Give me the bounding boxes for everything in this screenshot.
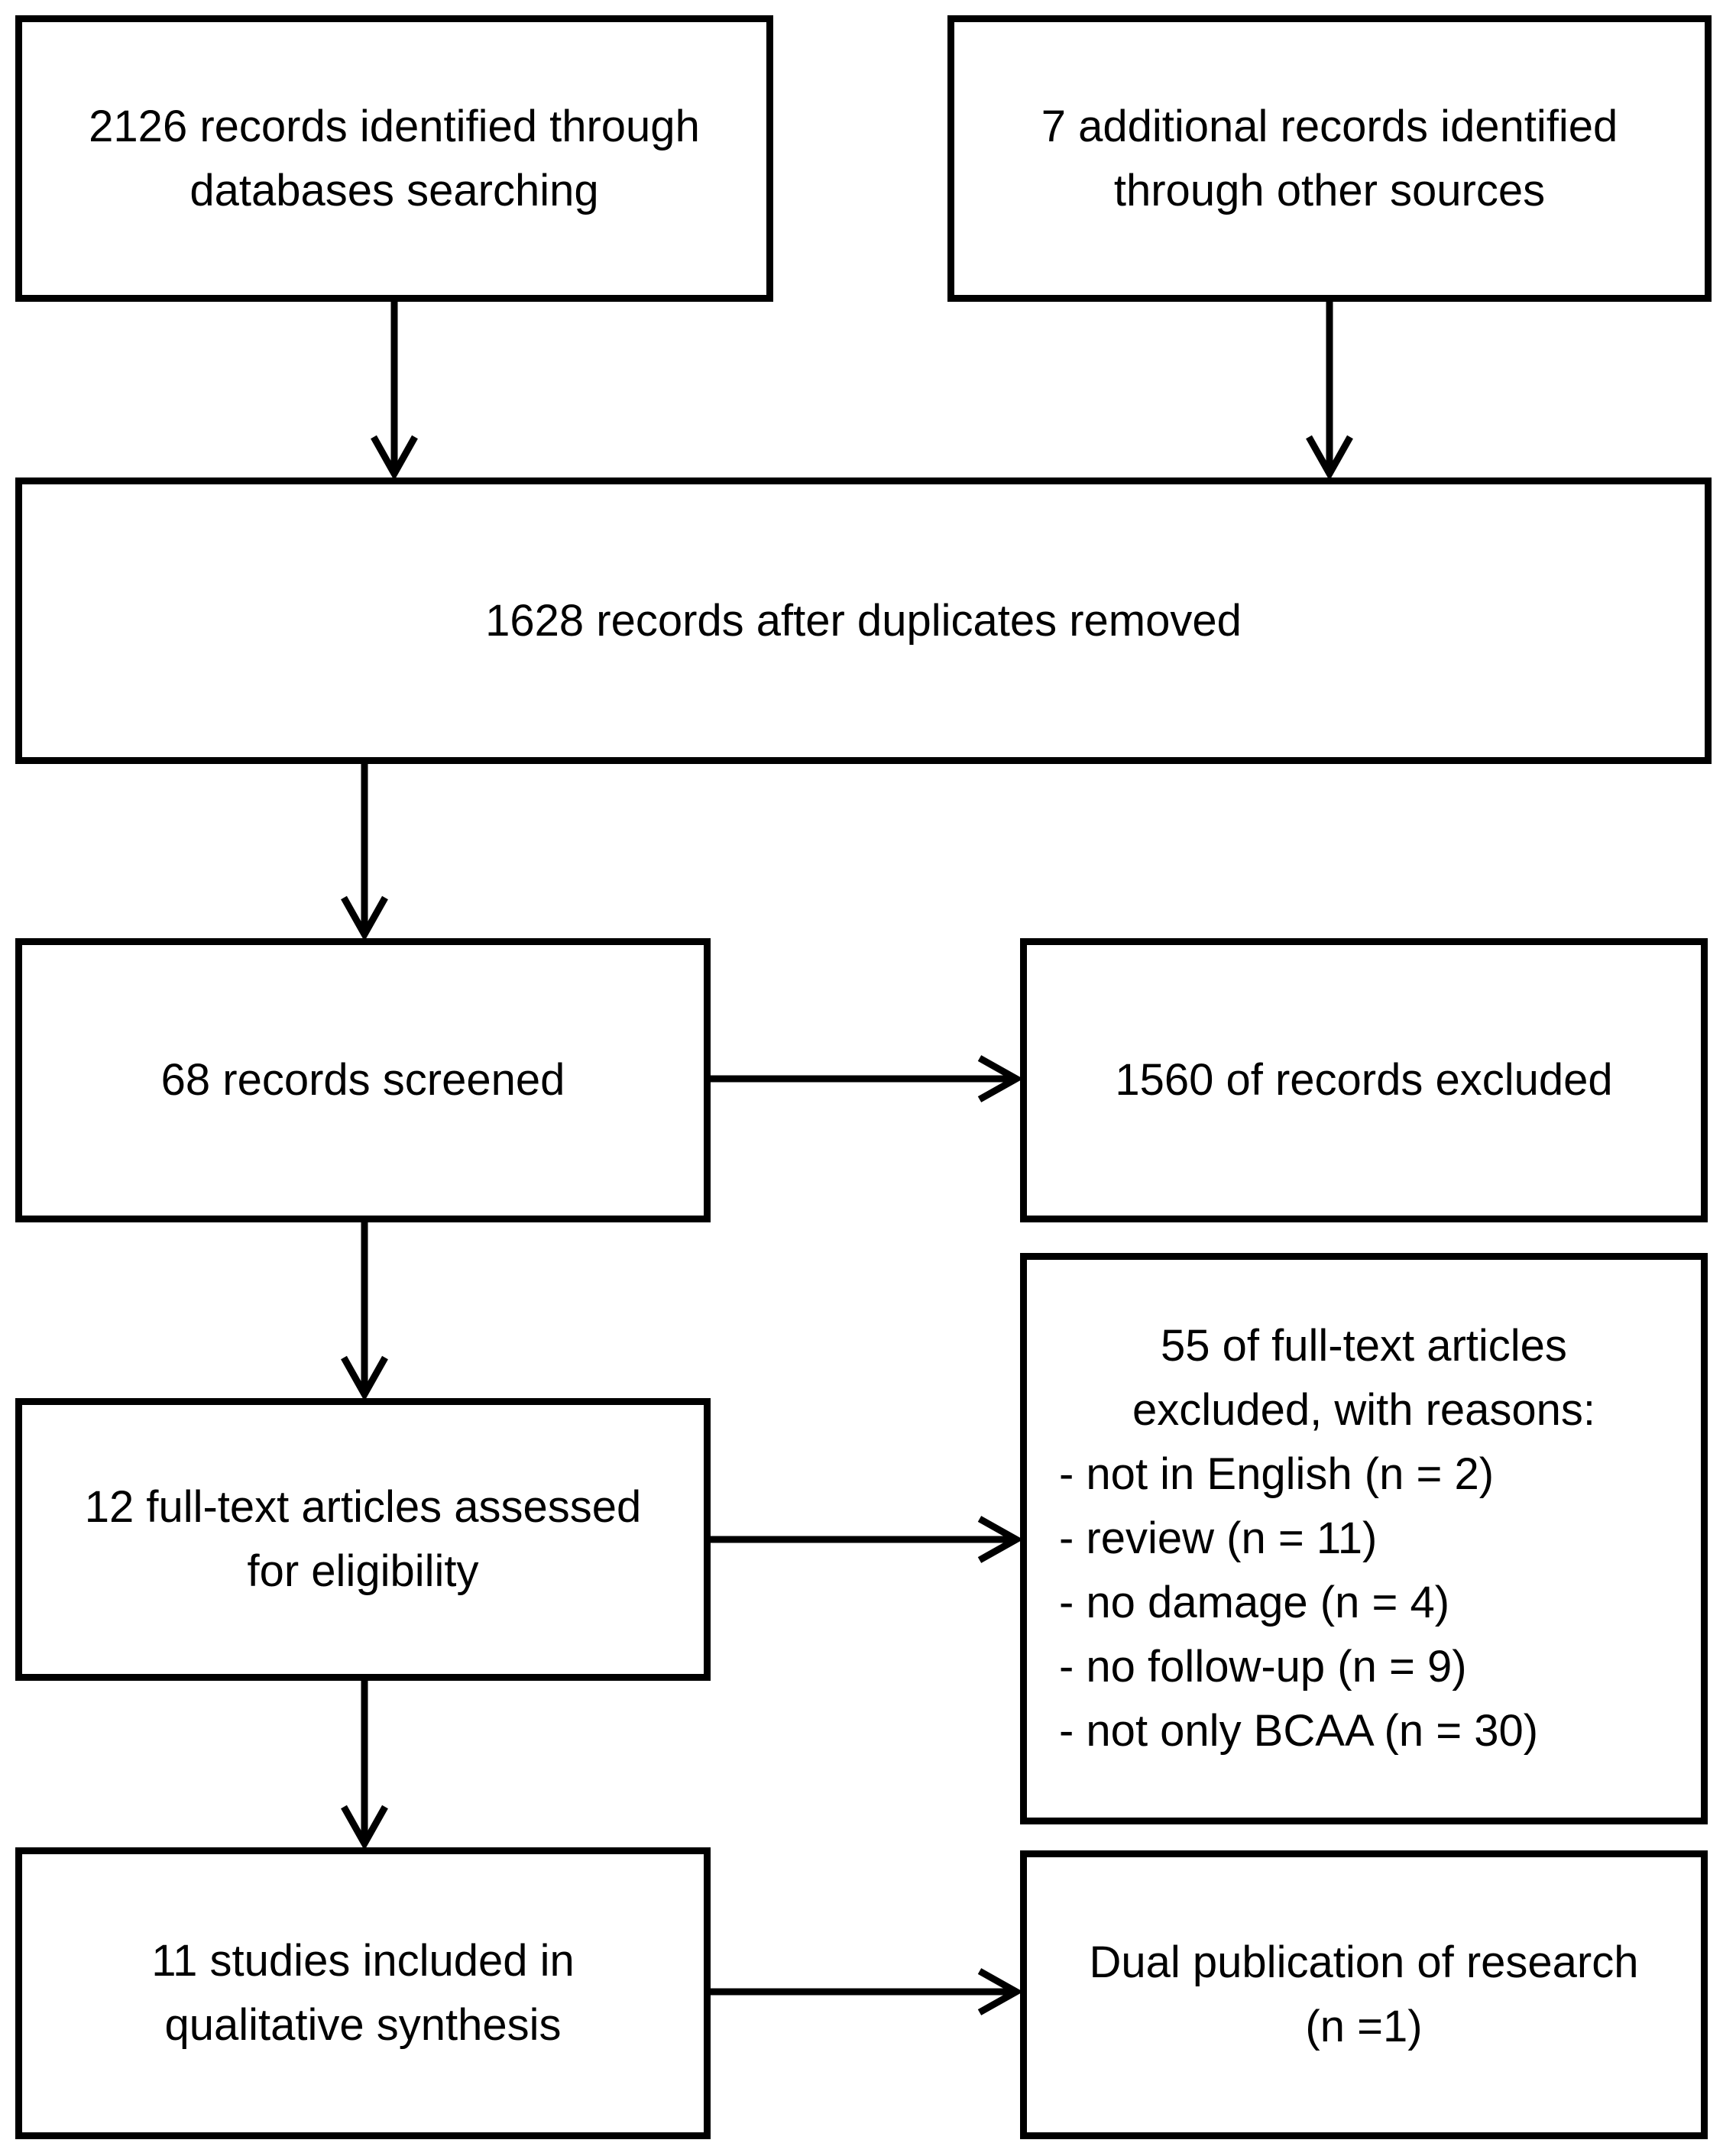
- box-additional-records: 7 additional records identified through …: [947, 15, 1712, 302]
- box-fulltext-excluded: 55 of full-text articles excluded, with …: [1020, 1253, 1708, 1824]
- box-records-identified-line: databases searching: [189, 165, 599, 215]
- box-studies-included-line: qualitative synthesis: [164, 2000, 562, 2050]
- arrow-included-to-dual-head: [977, 1968, 1024, 2015]
- exclusion-reason-item: - not in English (n = 2): [1059, 1449, 1495, 1499]
- box-records-identified: 2126 records identified through database…: [15, 15, 773, 302]
- box-after-duplicates: 1628 records after duplicates removed: [15, 477, 1712, 764]
- box-additional-records-line: 7 additional records identified: [1041, 101, 1618, 151]
- arrow-duplicates-to-screened-head: [341, 895, 388, 942]
- box-records-identified-line: 2126 records identified through: [89, 101, 700, 151]
- box-records-screened-line: 68 records screened: [160, 1055, 565, 1105]
- box-additional-records-line: through other sources: [1113, 165, 1546, 215]
- arrow-fulltext-to-included-head: [341, 1805, 388, 1851]
- box-after-duplicates-line: 1628 records after duplicates removed: [485, 595, 1242, 646]
- box-studies-included-line: 11 studies included in: [151, 1936, 575, 1986]
- box-fulltext-assessed: 12 full-text articles assessed for eligi…: [15, 1398, 711, 1681]
- arrow-identified-to-duplicates-head: [371, 435, 418, 481]
- box-fulltext-excluded-header: excluded, with reasons:: [1132, 1385, 1596, 1435]
- arrow-screened-to-excluded-head: [977, 1055, 1024, 1102]
- arrow-additional-to-duplicates-head: [1306, 435, 1353, 481]
- exclusion-reason-item: - no follow-up (n = 9): [1059, 1642, 1467, 1691]
- exclusion-reason-item: - not only BCAA (n = 30): [1059, 1706, 1539, 1756]
- box-records-excluded-line: 1560 of records excluded: [1115, 1055, 1613, 1105]
- fulltext-exclusion-reasons-list: - not in English (n = 2) - review (n = 1…: [1027, 1442, 1701, 1763]
- box-records-excluded: 1560 of records excluded: [1020, 938, 1708, 1222]
- box-fulltext-assessed-line: 12 full-text articles assessed: [84, 1482, 642, 1532]
- box-dual-publication-line: (n =1): [1305, 2002, 1423, 2051]
- arrow-fulltext-to-reasons-head: [977, 1516, 1024, 1563]
- exclusion-reason-item: - no damage (n = 4): [1059, 1578, 1450, 1627]
- box-fulltext-excluded-header: 55 of full-text articles: [1161, 1321, 1567, 1371]
- box-dual-publication-line: Dual publication of research: [1089, 1937, 1639, 1987]
- box-studies-included: 11 studies included in qualitative synth…: [15, 1847, 711, 2139]
- box-records-screened: 68 records screened: [15, 938, 711, 1222]
- exclusion-reason-item: - review (n = 11): [1059, 1513, 1378, 1563]
- box-dual-publication: Dual publication of research (n =1): [1020, 1850, 1708, 2139]
- box-fulltext-assessed-line: for eligibility: [247, 1546, 479, 1596]
- arrow-screened-to-fulltext-head: [341, 1355, 388, 1402]
